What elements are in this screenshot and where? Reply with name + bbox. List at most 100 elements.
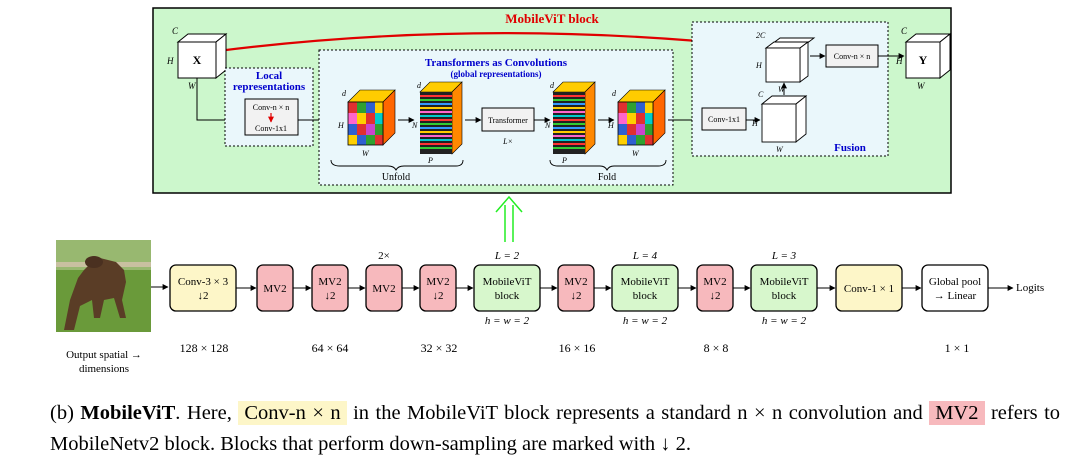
transformer-label: Transformer bbox=[488, 116, 528, 125]
output-dim-w: W bbox=[917, 81, 926, 91]
pipeline-block-pool-line2: → Linear bbox=[934, 290, 977, 302]
caption-part1: . Here, bbox=[175, 402, 232, 424]
spatial-dim-3: 32 × 32 bbox=[421, 341, 458, 355]
expand-arrow bbox=[495, 195, 523, 242]
transformer-subtitle: (global representations) bbox=[451, 69, 542, 79]
fold-brace bbox=[549, 159, 667, 172]
pipeline-block-mv2-2-line1: MV2 bbox=[318, 276, 341, 288]
pipeline-block-mvit-1 bbox=[473, 264, 541, 312]
fusion-concat-tensor: 2C H W bbox=[755, 31, 816, 94]
pipeline-block-mv2-6-line2: ↓2 bbox=[710, 290, 721, 302]
caption-highlight-mv2: MV2 bbox=[929, 401, 985, 425]
pipeline-block-mv2-1-line1: MV2 bbox=[263, 283, 286, 295]
fusion-local-tensor: C H W bbox=[751, 90, 808, 154]
cube1-dim-h: H bbox=[337, 121, 345, 130]
local-conv-1: Conv-1x1 bbox=[255, 124, 287, 133]
fusion-small-h: H bbox=[751, 119, 759, 128]
fold-label: Fold bbox=[598, 172, 616, 183]
local-conv-n: Conv-n × n bbox=[253, 103, 290, 112]
unfold-label: Unfold bbox=[382, 172, 410, 183]
pipeline-block-mv2-4-line1: MV2 bbox=[426, 276, 449, 288]
pipeline-block-mv2-2 bbox=[311, 264, 349, 312]
input-image bbox=[56, 240, 151, 332]
stack1-dim-p: P bbox=[427, 156, 433, 165]
pipeline-block-mvit-3-top: L = 3 bbox=[771, 250, 797, 262]
skip-connection-arrow bbox=[217, 32, 754, 53]
unfolded-patches-stack: N P d bbox=[411, 81, 463, 165]
fusion-label: Fusion bbox=[834, 142, 866, 154]
fusion-conv1-box bbox=[701, 107, 747, 131]
pipeline-block-mvit-1-bottom: h = w = 2 bbox=[485, 315, 530, 327]
caption-highlight-conv: Conv-n × n bbox=[238, 401, 347, 425]
stack1-dim-n: N bbox=[411, 121, 418, 130]
cube2-dim-d: d bbox=[612, 89, 617, 98]
pipeline-block-mvit-1-line1: MobileViT bbox=[483, 276, 532, 288]
pipeline-block-conv3-line1: Conv-3 × 3 bbox=[178, 276, 229, 288]
input-dim-h: H bbox=[166, 56, 174, 66]
pipeline-block-mvit-2 bbox=[611, 264, 679, 312]
pipeline-block-mvit-2-line2: block bbox=[633, 290, 658, 302]
spatial-dim-6: 1 × 1 bbox=[945, 341, 970, 355]
fusion-concat-w: W bbox=[778, 85, 786, 94]
fusion-conv1: Conv-1x1 bbox=[708, 115, 740, 124]
stack2-dim-d: d bbox=[550, 81, 555, 90]
transformed-patches-stack: N P d bbox=[544, 81, 596, 165]
logits-label: Logits bbox=[1016, 282, 1044, 294]
cube2-dim-w: W bbox=[632, 149, 640, 158]
fusion-small-c: C bbox=[758, 90, 764, 99]
caption-prefix: (b) bbox=[50, 402, 74, 424]
mobilevit-diagram: MobileViT block X C H W Local representa… bbox=[56, 7, 1044, 375]
spatial-dim-1: 128 × 128 bbox=[180, 341, 229, 355]
pipeline-block-mvit-3-line1: MobileViT bbox=[760, 276, 809, 288]
pipeline-block-mv2-4 bbox=[419, 264, 457, 312]
pipeline-block-mvit-3 bbox=[750, 264, 818, 312]
pipeline-block-conv3-line2: ↓2 bbox=[198, 290, 209, 302]
pipeline-block-mvit-2-line1: MobileViT bbox=[621, 276, 670, 288]
spatial-dim-4: 16 × 16 bbox=[559, 341, 596, 355]
pipeline-block-conv1-line1: Conv-1 × 1 bbox=[844, 283, 894, 295]
pipeline-block-mvit-1-line2: block bbox=[495, 290, 520, 302]
figure-caption: (b) MobileViT. Here, Conv-n × n in the M… bbox=[50, 398, 1060, 460]
pipeline-block-pool-line1: Global pool bbox=[929, 276, 981, 288]
pipeline-block-mv2-2-line2: ↓2 bbox=[325, 290, 336, 302]
caption-part3: refers to MobileNetv2 block. Blocks that… bbox=[50, 402, 1061, 455]
output-tensor-y: Y C H W bbox=[895, 26, 952, 91]
pipeline-block-pool bbox=[921, 264, 989, 312]
stack1-dim-d: d bbox=[417, 81, 422, 90]
pipeline-block-mvit-3-line2: block bbox=[772, 290, 797, 302]
feature-cube-right: d H W bbox=[607, 89, 666, 158]
input-label: X bbox=[193, 53, 202, 67]
output-dim-c: C bbox=[901, 26, 908, 36]
unfold-brace bbox=[330, 159, 464, 172]
pipeline-block-mv2-6-line1: MV2 bbox=[703, 276, 726, 288]
cube1-dim-w: W bbox=[362, 149, 370, 158]
output-label: Y bbox=[919, 53, 928, 67]
pipeline-block-mv2-6 bbox=[696, 264, 734, 312]
pipeline-block-mvit-2-top: L = 4 bbox=[632, 250, 658, 262]
pipeline-block-mvit-1-top: L = 2 bbox=[494, 250, 520, 262]
cube2-dim-h: H bbox=[607, 121, 615, 130]
pipeline-block-mvit-3-bottom: h = w = 2 bbox=[762, 315, 807, 327]
pipeline-block-conv3 bbox=[169, 264, 237, 312]
input-dim-c: C bbox=[172, 26, 179, 36]
pipeline-block-mv2-5-line1: MV2 bbox=[564, 276, 587, 288]
pipeline-block-mv2-5-line2: ↓2 bbox=[571, 290, 582, 302]
spatial-label-1: Output spatial → bbox=[66, 349, 142, 361]
transformer-title: Transformers as Convolutions bbox=[425, 57, 568, 69]
mobilevit-block-title: MobileViT block bbox=[505, 11, 599, 26]
pipeline-block-mv2-3-line1: MV2 bbox=[372, 283, 395, 295]
spatial-dim-2: 64 × 64 bbox=[312, 341, 349, 355]
fusion-concat-2c: 2C bbox=[756, 31, 766, 40]
caption-bold: MobileViT bbox=[80, 402, 176, 424]
transformer-repeat: L× bbox=[502, 137, 513, 146]
local-title-1: Local bbox=[256, 70, 282, 82]
cube1-dim-d: d bbox=[342, 89, 347, 98]
output-dim-h: H bbox=[895, 56, 903, 66]
pipeline-block-mv2-5 bbox=[557, 264, 595, 312]
fusion-small-w: W bbox=[776, 145, 784, 154]
pipeline-block-mv2-4-line2: ↓2 bbox=[433, 290, 444, 302]
spatial-label-2: dimensions bbox=[79, 363, 129, 375]
local-title-2: representations bbox=[233, 81, 306, 93]
fusion-convn: Conv-n × n bbox=[834, 52, 871, 61]
feature-cube-left: d H W bbox=[337, 89, 396, 158]
